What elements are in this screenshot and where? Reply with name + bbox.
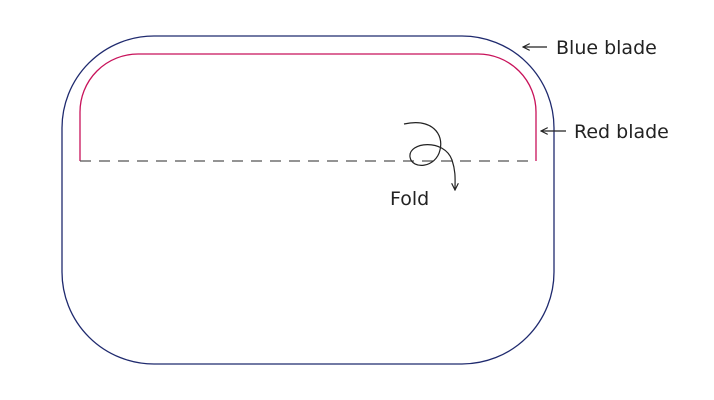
blue-blade-outline xyxy=(61,35,555,365)
blue-blade-label: Blue blade xyxy=(556,37,657,59)
fold-curl-arrow xyxy=(403,122,455,190)
red-blade-label: Red blade xyxy=(574,121,669,143)
fold-label: Fold xyxy=(390,188,429,210)
red-blade-outline xyxy=(79,53,537,161)
